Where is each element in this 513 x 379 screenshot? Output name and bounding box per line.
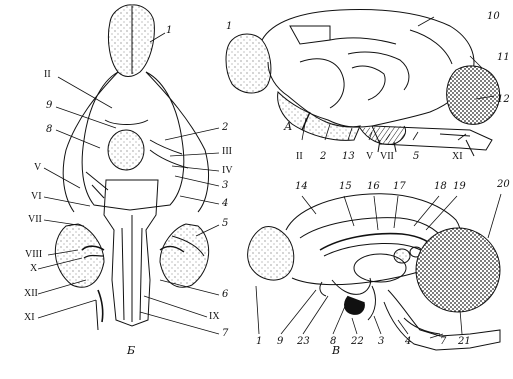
label-b-5: 5 — [222, 219, 228, 229]
label-a-XI: XI — [452, 152, 463, 162]
label-a-12: 12 — [497, 95, 510, 105]
label-a-10: 10 — [487, 12, 500, 22]
label-b-VI: VI — [31, 192, 42, 202]
label-v-14: 14 — [295, 182, 308, 192]
label-v-15: 15 — [339, 182, 352, 192]
label-v-8: 8 — [330, 337, 336, 347]
label-b-II: II — [44, 70, 51, 80]
label-v-23: 23 — [297, 337, 310, 347]
label-a-II: II — [296, 152, 303, 162]
label-a-2: 2 — [320, 152, 326, 162]
panel-label-v: В — [332, 346, 340, 356]
panel-label-a: А — [284, 122, 292, 132]
label-b-VII: VII — [28, 215, 42, 225]
label-b-4: 4 — [222, 199, 228, 209]
label-b-2: 2 — [222, 123, 228, 133]
label-a-5: 5 — [413, 152, 419, 162]
label-v-7: 7 — [440, 337, 446, 347]
label-a-VII: VII — [380, 152, 394, 162]
label-v-17: 17 — [393, 182, 406, 192]
label-b-XII: XII — [24, 289, 38, 299]
label-a-11: 11 — [497, 53, 510, 63]
label-b-1: 1 — [166, 26, 172, 36]
label-b-6: 6 — [222, 290, 228, 300]
lateral-view-drawing — [226, 10, 500, 156]
label-v-16: 16 — [367, 182, 380, 192]
panel-label-b: Б — [127, 346, 135, 356]
label-v-9: 9 — [277, 337, 283, 347]
label-b-VIII: VIII — [25, 250, 42, 260]
label-v-3: 3 — [378, 337, 384, 347]
label-v-4: 4 — [405, 337, 411, 347]
label-b-IX: IX — [209, 312, 220, 322]
label-b-III: III — [222, 147, 232, 157]
label-v-22: 22 — [351, 337, 364, 347]
label-b-8: 8 — [46, 125, 52, 135]
label-b-XI: XI — [24, 313, 35, 323]
label-b-X: X — [30, 264, 37, 274]
label-v-21: 21 — [458, 337, 471, 347]
label-v-18: 18 — [434, 182, 447, 192]
label-v-19: 19 — [453, 182, 466, 192]
label-b-3: 3 — [222, 181, 228, 191]
label-a-13: 13 — [342, 152, 355, 162]
label-v-1: 1 — [256, 337, 262, 347]
label-b-7: 7 — [222, 329, 228, 339]
label-b-9: 9 — [46, 101, 52, 111]
midsagittal-view-drawing — [248, 194, 500, 350]
label-v-20: 20 — [497, 180, 510, 190]
label-b-IV: IV — [222, 166, 233, 176]
label-a-1: 1 — [226, 22, 232, 32]
label-b-V: V — [34, 163, 41, 173]
label-a-V: V — [366, 152, 373, 162]
